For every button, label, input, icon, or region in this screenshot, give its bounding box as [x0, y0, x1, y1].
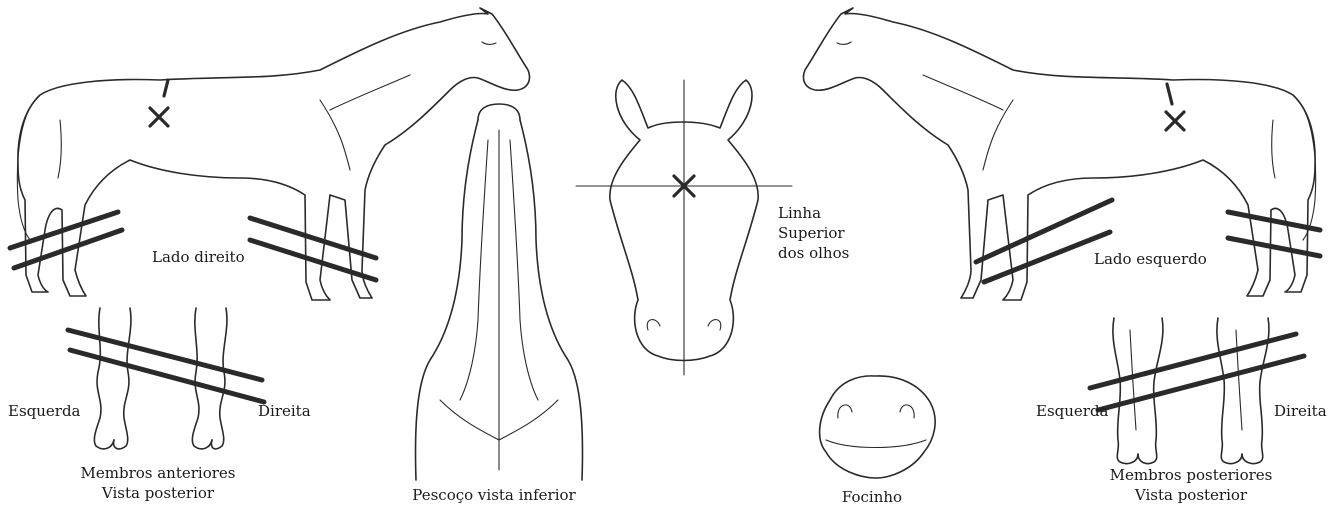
horse-left-tail	[1293, 95, 1316, 240]
muzzle-view	[820, 376, 936, 478]
neck-inner-line-left	[460, 140, 488, 400]
horse-right-fore-bar-2	[250, 240, 376, 280]
head-front-view	[576, 80, 792, 375]
horse-left-outline	[803, 8, 1315, 300]
forelimb-left-outline-a	[94, 308, 114, 449]
horse-left-hind-bar-2	[1228, 238, 1320, 256]
hindlimb-left-outline-a	[1113, 318, 1138, 464]
label-eye-line-3: dos olhos	[778, 244, 849, 262]
label-right-side: Lado direito	[152, 248, 245, 266]
label-neck-title: Pescoço vista inferior	[412, 486, 575, 504]
forelimbs-posterior-view	[68, 308, 264, 449]
muzzle-outline	[820, 376, 936, 478]
label-left-side: Lado esquerdo	[1094, 250, 1207, 268]
horse-right-flank-line	[58, 120, 61, 178]
horse-left-injection-tick	[1167, 84, 1172, 104]
hindlimb-bar-1	[1090, 334, 1296, 388]
label-hind-left: Esquerda	[1036, 402, 1109, 420]
hindlimbs-posterior-view	[1090, 318, 1304, 464]
neck-inner-line-right	[510, 140, 538, 400]
label-fore-title-2: Vista posterior	[102, 484, 214, 502]
label-hind-title-1: Membros posteriores	[1110, 466, 1273, 484]
horse-left-neck-line	[923, 75, 1003, 110]
horse-left-hind-bar-1	[1228, 212, 1320, 230]
horse-left-shoulder-line	[983, 100, 1013, 170]
horse-left-eye	[837, 42, 851, 44]
horse-right-injection-tick	[164, 80, 168, 96]
horse-right-neck-line	[330, 75, 410, 110]
forelimb-right-outline-b	[211, 308, 226, 449]
horse-right-fore-bar-1	[250, 218, 376, 258]
muzzle-mouth	[826, 440, 926, 448]
horse-left-flank-line	[1272, 120, 1275, 178]
head-right-nostril	[708, 320, 721, 330]
muzzle-left-nostril	[838, 405, 852, 418]
label-hind-right: Direita	[1274, 402, 1327, 420]
horse-left-fore-bar-2	[984, 232, 1110, 282]
neck-chest-right	[499, 400, 558, 440]
label-fore-left: Esquerda	[8, 402, 81, 420]
horse-right-shoulder-line	[320, 100, 350, 170]
label-eye-line-2: Superior	[778, 224, 845, 242]
label-fore-right: Direita	[258, 402, 311, 420]
muzzle-right-nostril	[900, 405, 914, 418]
horse-right-eye	[482, 42, 496, 44]
hindlimb-left-tendon	[1130, 330, 1136, 430]
horse-right-outline	[18, 8, 530, 300]
label-hind-title-2: Vista posterior	[1135, 486, 1247, 504]
neck-outline-left	[416, 120, 478, 480]
label-muzzle-title: Focinho	[842, 488, 902, 506]
label-eye-line-1: Linha	[778, 204, 821, 222]
hindlimb-right-outline-a	[1217, 318, 1242, 464]
forelimb-left-outline-b	[114, 308, 131, 449]
horse-right-hind-bar-2	[14, 230, 122, 268]
neck-outline-right	[520, 120, 582, 480]
forelimb-right-outline-a	[192, 308, 212, 449]
hindlimb-right-tendon	[1236, 330, 1242, 430]
label-fore-title-1: Membros anteriores	[81, 464, 236, 482]
head-left-nostril	[647, 320, 660, 330]
neck-jaw-top	[478, 104, 520, 120]
neck-ventral-view	[416, 104, 583, 480]
hindlimb-left-outline-b	[1138, 318, 1163, 464]
horse-right-tail	[17, 95, 40, 240]
horse-right-side	[10, 8, 530, 300]
neck-chest-left	[440, 400, 499, 440]
horse-left-side	[803, 8, 1320, 300]
horse-left-fore-bar-1	[976, 200, 1112, 262]
